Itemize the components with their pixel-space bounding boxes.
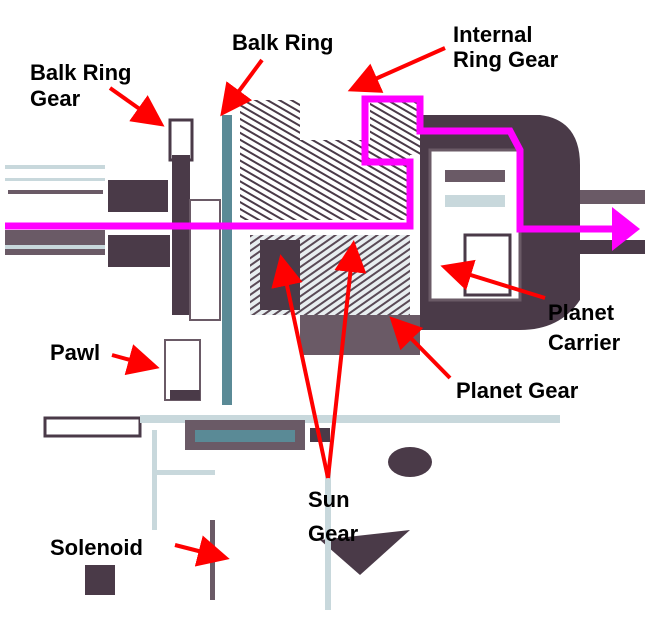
label-balk-ring: Balk Ring bbox=[232, 30, 333, 55]
pawl-arrow bbox=[111, 344, 160, 376]
arrow-right-icon bbox=[612, 207, 640, 251]
sun-gear-arrow-left bbox=[271, 254, 330, 479]
balk-ring-gear-arrow bbox=[108, 86, 165, 127]
balk-ring-arrow bbox=[220, 58, 264, 117]
lower-rod-assembly bbox=[43, 415, 560, 610]
planet-gear-arrow bbox=[389, 316, 452, 380]
label-solenoid: Solenoid bbox=[50, 535, 143, 560]
balk-ring-part bbox=[222, 115, 232, 405]
label-arrows bbox=[108, 46, 546, 567]
label-planet-carrier: Planet Carrier bbox=[548, 300, 621, 355]
carrier-housing bbox=[420, 115, 645, 330]
internal-ring-gear-arrow bbox=[347, 46, 446, 93]
planet-carrier-arrow bbox=[440, 259, 546, 300]
label-balk-ring-gear: Balk Ring Gear bbox=[30, 60, 138, 111]
input-shaft bbox=[5, 165, 170, 267]
label-pawl: Pawl bbox=[50, 340, 100, 365]
label-planet-gear: Planet Gear bbox=[456, 378, 579, 403]
solenoid-arrow bbox=[174, 535, 230, 567]
power-flow-path bbox=[5, 95, 640, 251]
labels: Balk Ring Gear Balk Ring Internal Ring G… bbox=[30, 22, 621, 560]
pawl-part bbox=[164, 339, 201, 401]
label-internal-ring-gear: Internal Ring Gear bbox=[453, 22, 559, 72]
label-sun-gear: Sun Gear bbox=[308, 487, 359, 546]
balk-ring-gear-part bbox=[168, 118, 221, 321]
sun-gear-arrow-right bbox=[326, 240, 367, 479]
